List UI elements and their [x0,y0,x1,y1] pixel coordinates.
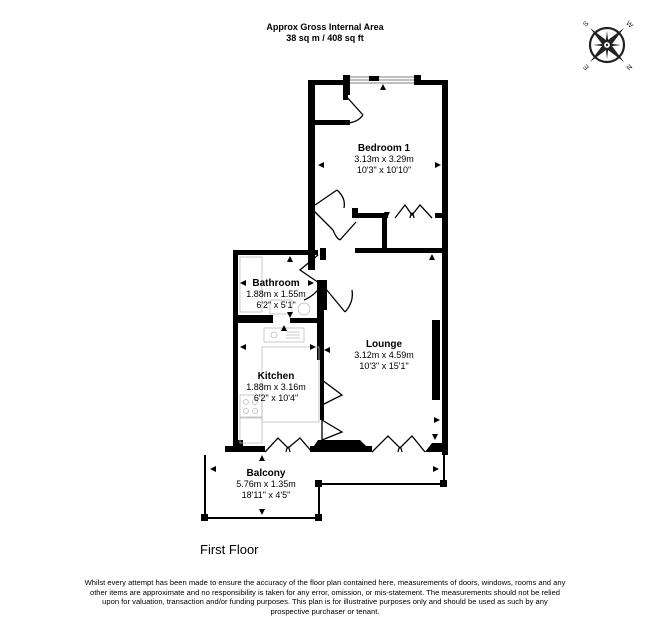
room-name: Bedroom 1 [357,143,411,154]
balcony-outline [201,455,447,521]
disclaimer-text: Whilst every attempt has been made to en… [84,578,566,616]
compass-letter-w: W [624,20,634,30]
gross-area-value: 38 sq m / 408 sq ft [286,33,364,43]
room-label-lounge: Lounge 3.12m x 4.59m 10'3" x 15'1" [344,339,424,372]
door-swings [264,94,433,453]
fixtures [239,256,320,444]
kitchen-counter [261,346,320,423]
room-metric: 1.88m x 1.55m [246,289,306,299]
room-imperial: 10'3" x 10'10" [356,165,412,175]
gross-area-title: Approx Gross Internal Area [266,22,384,32]
compass-letter-e: E [582,62,590,70]
room-imperial: 10'3" x 15'1" [359,361,409,371]
room-name: Bathroom [252,278,300,289]
room-metric: 1.88m x 3.16m [246,382,306,392]
dimension-arrows [210,84,441,515]
room-label-bedroom: Bedroom 1 3.13m x 3.29m 10'3" x 10'10" [344,143,424,176]
room-imperial: 6'2" x 10'4" [253,393,299,403]
room-imperial: 18'11" x 4'5" [241,490,291,500]
room-metric: 5.76m x 1.35m [236,479,296,489]
hob-fixture [239,394,263,418]
room-label-kitchen: Kitchen 1.88m x 3.16m 6'2" x 10'4" [236,371,316,404]
basin-fixture [297,302,311,316]
compass-rose-icon: W N E S [582,20,634,71]
bedroom-window [350,76,414,84]
room-name: Balcony [246,468,286,479]
room-name: Kitchen [257,371,295,382]
gross-area-header: Approx Gross Internal Area 38 sq m / 408… [225,22,425,44]
room-imperial: 6'2" x 5'1" [256,300,296,310]
room-label-bathroom: Bathroom 1.88m x 1.55m 6'2" x 5'1" [236,278,316,311]
room-metric: 3.13m x 3.29m [354,154,414,164]
compass-letter-n: N [624,62,633,71]
compass-letter-s: S [582,20,590,28]
walls [225,75,448,455]
room-name: Lounge [365,339,403,350]
floor-label: First Floor [200,542,259,557]
room-label-balcony: Balcony 5.76m x 1.35m 18'11" x 4'5" [226,468,306,501]
bath-fixture [239,256,263,313]
room-metric: 3.12m x 4.59m [354,350,414,360]
